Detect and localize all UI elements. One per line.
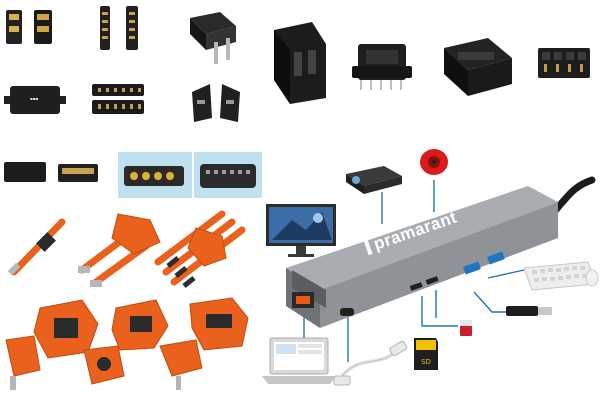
sd-card-label: SD bbox=[421, 358, 431, 366]
compact-board-connector bbox=[538, 48, 590, 78]
sd-card-slot bbox=[409, 282, 423, 291]
usb-a-port-1 bbox=[463, 261, 481, 275]
sd-card-icon: SD bbox=[414, 338, 438, 370]
cable-spool-icon bbox=[420, 149, 448, 175]
micro-sd-card-icon bbox=[460, 320, 472, 336]
usb-hub-scene: pramarant bbox=[262, 140, 600, 400]
d-sub-terminal bbox=[200, 164, 256, 188]
dual-row-connector bbox=[92, 84, 144, 114]
angled-power-connector bbox=[190, 12, 236, 64]
triple-pole-cable-plug bbox=[154, 210, 246, 288]
gold-pin-terminal bbox=[124, 166, 184, 186]
docking-hub-body: pramarant bbox=[286, 186, 558, 328]
shrouded-header bbox=[444, 38, 512, 96]
square-socket-pair bbox=[6, 10, 52, 44]
svg-text:▪▪▪: ▪▪▪ bbox=[30, 96, 38, 101]
terminal-blocks-panel bbox=[0, 140, 262, 200]
mouse-icon bbox=[585, 269, 599, 287]
laptop-icon bbox=[262, 337, 336, 384]
rectangular-relay-block: ▪▪▪ bbox=[4, 86, 66, 114]
pin-header-panel bbox=[262, 0, 600, 140]
ethernet-port bbox=[292, 292, 314, 308]
right-angle-header bbox=[352, 44, 412, 90]
brand-mark-icon bbox=[363, 239, 373, 256]
ev-connectors-illustration bbox=[5, 210, 249, 390]
orange-housing-cluster bbox=[5, 297, 249, 390]
usb-a-port-2 bbox=[487, 251, 505, 265]
small-connectors-panel: ▪▪▪ bbox=[0, 0, 260, 140]
terminal-blocks-illustration bbox=[4, 152, 262, 198]
black-terminal-pair bbox=[4, 162, 98, 182]
usb-cable-icon bbox=[333, 340, 408, 386]
hub-usb-c-cable bbox=[550, 176, 596, 216]
pin-strip-pair bbox=[100, 6, 138, 50]
usb-flash-drive-icon bbox=[506, 306, 552, 316]
vertical-box-header bbox=[274, 22, 326, 104]
keyboard-icon bbox=[523, 261, 597, 291]
usb-hub-illustration: pramarant bbox=[262, 149, 599, 386]
monitor-icon bbox=[266, 204, 336, 257]
projector-icon bbox=[346, 166, 402, 194]
ev-connectors-panel bbox=[0, 200, 262, 400]
micro-sd-slot bbox=[425, 276, 439, 285]
wedge-connector-pair bbox=[192, 84, 240, 122]
single-pole-cable-plug bbox=[7, 218, 66, 276]
pin-header-illustration bbox=[274, 22, 590, 104]
dual-pole-cable-plug bbox=[78, 213, 161, 287]
small-connectors-illustration: ▪▪▪ bbox=[4, 6, 240, 122]
usb-c-port bbox=[340, 308, 354, 316]
